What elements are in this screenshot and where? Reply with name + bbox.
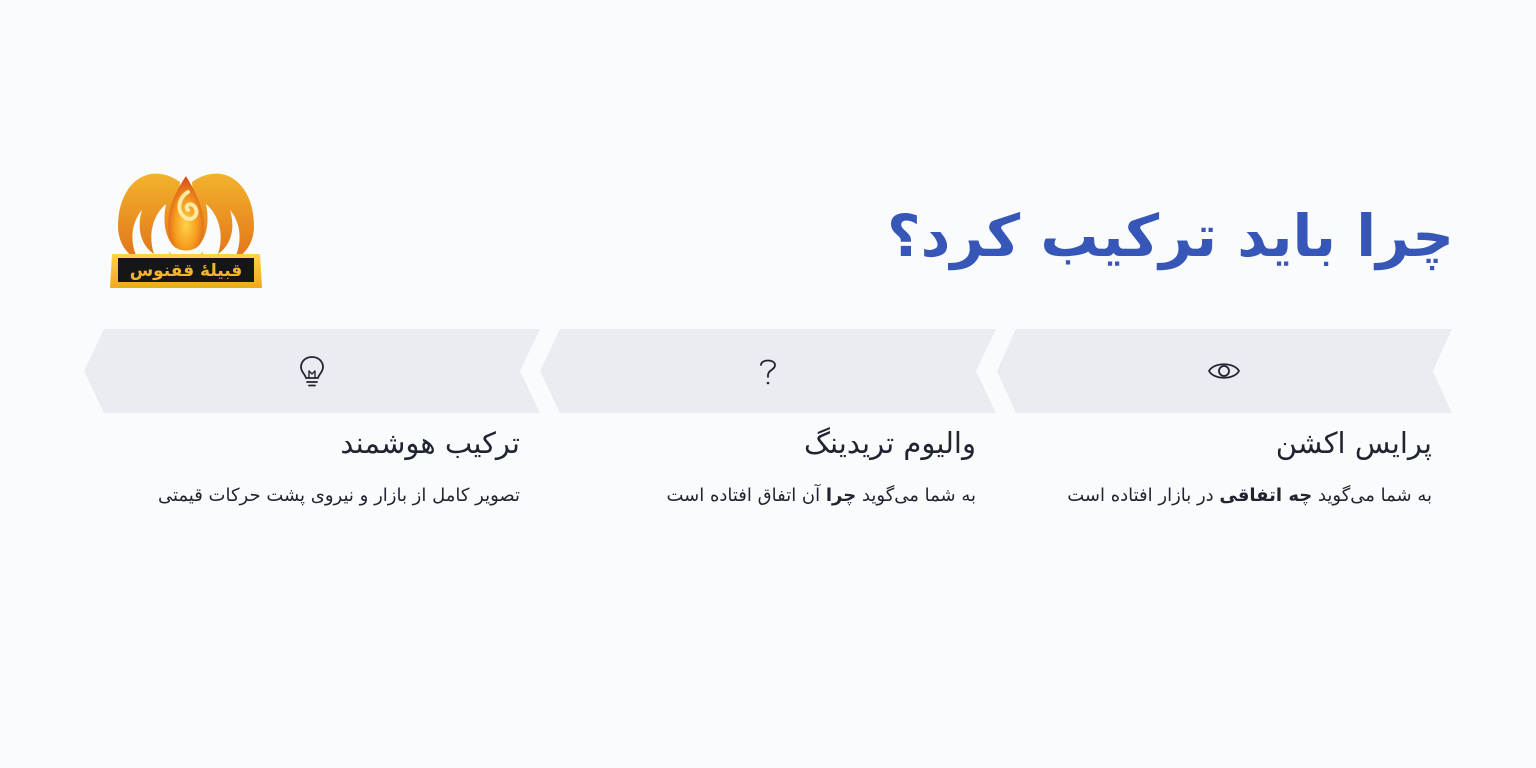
lightbulb-icon [300,356,324,387]
step-chevron [996,329,1452,413]
step-description: به شما می‌گوید چه اتفاقی در بازار افتاده… [1067,485,1432,506]
step-chevron [84,329,540,413]
step-title: پرایس اکشن [1275,426,1432,460]
step-description: به شما می‌گوید چرا آن اتفاق افتاده است [666,485,976,506]
step-description: تصویر کامل از بازار و نیروی پشت حرکات قی… [157,485,520,506]
page-title: چرا باید ترکیب کرد؟ [886,202,1454,270]
chevron-shape [540,329,996,413]
chevron-shape [84,329,540,413]
step-smart-combination: ترکیب هوشمند تصویر کامل از بازار و نیروی… [84,329,540,506]
question-mark-icon [760,359,776,385]
chevron-shape [996,329,1452,413]
step-title: والیوم تریدینگ [804,426,976,460]
step-chevron [540,329,996,413]
eye-icon [1208,363,1240,379]
step-price-action: پرایس اکشن به شما می‌گوید چه اتفاقی در ب… [996,329,1452,506]
step-title: ترکیب هوشمند [340,426,520,460]
phoenix-tribe-logo: قبیلهٔ ققنوس [108,154,264,294]
logo-text: قبیلهٔ ققنوس [130,261,243,281]
step-volume-trading: والیوم تریدینگ به شما می‌گوید چرا آن اتف… [540,329,996,506]
phoenix-icon: قبیلهٔ ققنوس [110,173,262,288]
